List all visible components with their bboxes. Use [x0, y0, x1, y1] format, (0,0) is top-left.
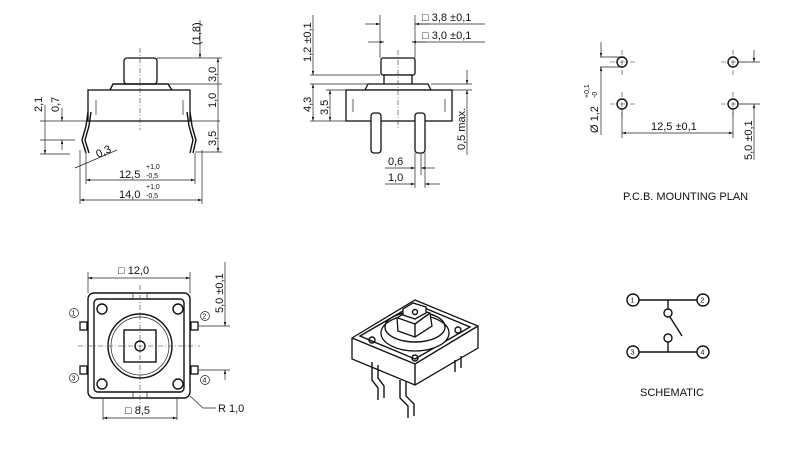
dim-overall: 14,0: [119, 189, 140, 201]
pcb-mounting-plan: Ø 1,2 +0,1 -0 12,5 ±0,1 5,0 ±0,1 P.C.B. …: [584, 42, 760, 203]
schematic-pin-2: 2: [696, 293, 710, 307]
dim-button: 1,2 ±0,1: [302, 22, 314, 62]
pin-label-4: 4: [200, 375, 210, 385]
svg-text:3: 3: [631, 350, 635, 357]
dim-pitch: 5,0 ±0,1: [214, 273, 226, 313]
dim-size: □ 12,0: [118, 265, 149, 277]
switch-lever: [669, 316, 683, 337]
dim-cap: □ 3,8 ±0,1: [422, 12, 471, 24]
dim-radius: R 1,0: [218, 403, 244, 415]
pcb-plan-title: P.C.B. MOUNTING PLAN: [623, 191, 748, 203]
schematic-pin-1: 1: [626, 293, 640, 307]
dim-pitch: 12,5: [119, 169, 140, 181]
tol-plus: +1,0: [146, 164, 160, 171]
svg-text:3: 3: [72, 376, 76, 383]
top-view: 1 2 3 4 □ 12,0 □ 8,5 5,0 ±0,1 R 1,0: [69, 262, 244, 420]
svg-text:1: 1: [72, 311, 76, 318]
dim-body: 3,5: [207, 131, 219, 146]
contact: [663, 333, 673, 343]
tol-plus: +1,0: [146, 184, 160, 191]
dim-height: 4,3: [302, 97, 314, 112]
dim-standoff: 0,5 max.: [456, 108, 468, 150]
tol-minus: -0,5: [146, 193, 158, 200]
pitch-x: 12,5 ±0,1: [651, 121, 697, 133]
front-view: □ 3,8 ±0,1 □ 3,0 ±0,1 1,2 ±0,1 4,3 3,5 0…: [302, 12, 485, 188]
isometric-view: [351, 299, 479, 418]
pin-label-2: 2: [200, 311, 210, 321]
svg-text:1: 1: [631, 298, 635, 305]
dim-body: 3,5: [319, 100, 331, 115]
svg-text:4: 4: [203, 378, 207, 385]
pin-label-1: 1: [69, 308, 79, 318]
dim-stem: □ 3,0 ±0,1: [422, 30, 471, 42]
tol-plus: +0,1: [584, 84, 591, 98]
dim-lead-a: 2,1: [33, 97, 45, 112]
side-view: 2,1 0,7 0,3 (1,8) 3,0 1,0 3,5 12,5 +1,0 …: [33, 20, 222, 204]
pcb-hole: [616, 56, 628, 68]
schematic: 1 2 3 4 SCHEMATIC: [626, 293, 710, 399]
pin-label-3: 3: [69, 373, 79, 383]
dim-plate: 1,0: [207, 93, 219, 108]
dim-lead-width: 0,6: [388, 156, 403, 168]
tol-minus: -0: [592, 92, 599, 98]
contact: [663, 308, 673, 318]
dim-inner: □ 8,5: [125, 405, 150, 417]
dim-lead-span: 1,0: [388, 172, 403, 184]
schematic-title: SCHEMATIC: [640, 387, 704, 399]
dim-lead-b: 0,7: [50, 97, 62, 112]
schematic-pin-4: 4: [696, 345, 710, 359]
schematic-pin-3: 3: [626, 345, 640, 359]
svg-text:2: 2: [203, 314, 207, 321]
dim-button-height: 3,0: [207, 67, 219, 82]
svg-text:2: 2: [701, 298, 705, 305]
hole-diameter: Ø 1,2: [589, 106, 601, 133]
dim-top-gap: (1,8): [191, 22, 203, 45]
svg-text:4: 4: [701, 350, 705, 357]
dim-lead-thickness: 0,3: [94, 143, 113, 160]
pitch-y: 5,0 ±0,1: [743, 120, 755, 160]
tol-minus: -0,5: [146, 173, 158, 180]
pcb-hole: [616, 98, 628, 110]
